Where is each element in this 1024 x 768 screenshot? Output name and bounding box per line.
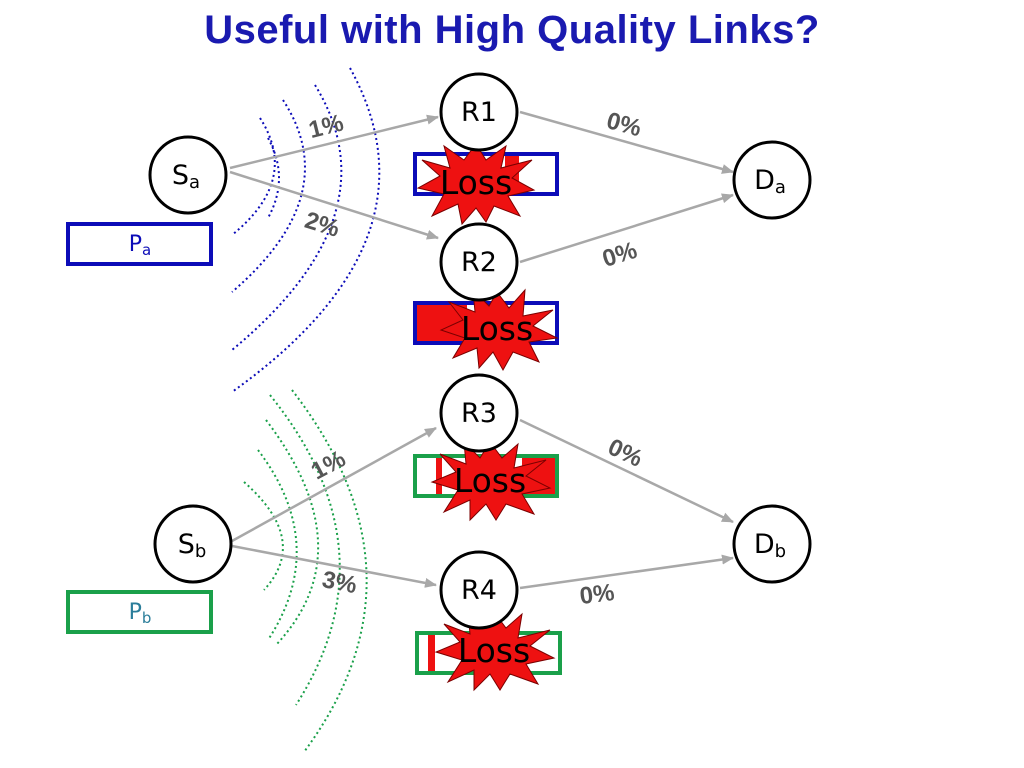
node-sa-label: Sa xyxy=(172,160,200,193)
loss-pct-sb-r4: 3% xyxy=(320,566,359,599)
sa-arc-2 xyxy=(231,117,276,236)
loss-pct-sa-r2: 2% xyxy=(302,207,343,243)
loss-burst-r1-label: Loss xyxy=(440,163,512,202)
loss-bursts: Loss Loss Loss Loss xyxy=(416,143,559,692)
node-sb: Sb xyxy=(153,504,233,584)
node-db-label: Db xyxy=(754,529,786,562)
node-da-circle xyxy=(732,140,812,220)
node-db-circle xyxy=(732,504,812,584)
sb-arc-5 xyxy=(291,389,368,753)
loss-pct-r4-db: 0% xyxy=(578,579,616,610)
loss-burst-r2: Loss xyxy=(439,288,559,372)
sb-range-arcs xyxy=(243,389,368,753)
sa-arc-5 xyxy=(231,67,381,393)
node-r4-label: R4 xyxy=(461,575,497,606)
sa-arc-1 xyxy=(267,137,280,219)
node-r4: R4 xyxy=(439,550,519,630)
links xyxy=(229,110,734,590)
nodes: Sa Sb R1 R2 R3 R4 Da Db xyxy=(148,72,812,630)
link-sb-r3 xyxy=(231,426,437,543)
loss-pct-sa-r1: 1% xyxy=(306,109,346,144)
node-sb-label: Sb xyxy=(178,529,207,562)
loss-pct-r3-db: 0% xyxy=(604,434,647,473)
sb-arc-1 xyxy=(243,481,284,591)
node-db: Db xyxy=(732,504,812,584)
link-r4-db xyxy=(519,554,734,590)
node-r3: R3 xyxy=(439,373,519,453)
node-r1-circle xyxy=(439,72,519,152)
loss-burst-r1-star xyxy=(416,143,536,226)
link-sb-r4 xyxy=(231,544,437,588)
node-sa: Sa xyxy=(148,135,228,215)
node-r1: R1 xyxy=(439,72,519,152)
sa-arc-4 xyxy=(231,84,343,351)
link-sa-r1 xyxy=(229,114,439,170)
node-r3-label: R3 xyxy=(461,398,497,429)
node-r3-circle xyxy=(439,373,519,453)
loss-burst-r4: Loss xyxy=(434,610,556,692)
loss-burst-r2-label: Loss xyxy=(461,309,533,348)
node-r4-circle xyxy=(439,550,519,630)
queue-r4-loss-fill xyxy=(428,635,435,671)
packet-pa-box xyxy=(66,222,213,266)
node-sb-circle xyxy=(153,504,233,584)
link-r2-da xyxy=(519,193,734,264)
node-sa-circle xyxy=(148,135,228,215)
link-sa-r2 xyxy=(229,170,439,240)
node-r2-circle xyxy=(439,222,519,302)
node-r2-label: R2 xyxy=(461,247,497,278)
node-r2: R2 xyxy=(439,222,519,302)
node-da-label: Da xyxy=(754,165,786,198)
node-r1-label: R1 xyxy=(461,97,497,128)
slide-title: Useful with High Quality Links? xyxy=(204,8,820,52)
loss-burst-r3: Loss xyxy=(430,440,552,522)
packet-pb-label: Pb xyxy=(129,600,152,627)
packet-pb-box xyxy=(66,590,213,634)
node-da: Da xyxy=(732,140,812,220)
loss-burst-r4-label: Loss xyxy=(458,631,530,670)
loss-burst-r3-label: Loss xyxy=(454,461,526,500)
packet-boxes: Pa Pb xyxy=(66,152,562,675)
loss-burst-r2-star xyxy=(439,288,559,372)
queue-r3-loss-fill-a xyxy=(436,458,442,494)
sa-arc-3 xyxy=(231,99,306,293)
loss-burst-r3-star xyxy=(430,440,552,522)
loss-burst-r4-star xyxy=(434,610,556,692)
link-r3-db xyxy=(519,418,734,524)
packet-pa-label: Pa xyxy=(129,232,151,259)
link-r1-da xyxy=(519,110,734,174)
sb-arc-2 xyxy=(257,449,298,641)
loss-burst-r1: Loss xyxy=(416,143,536,226)
loss-pct-r2-da: 0% xyxy=(599,237,640,273)
